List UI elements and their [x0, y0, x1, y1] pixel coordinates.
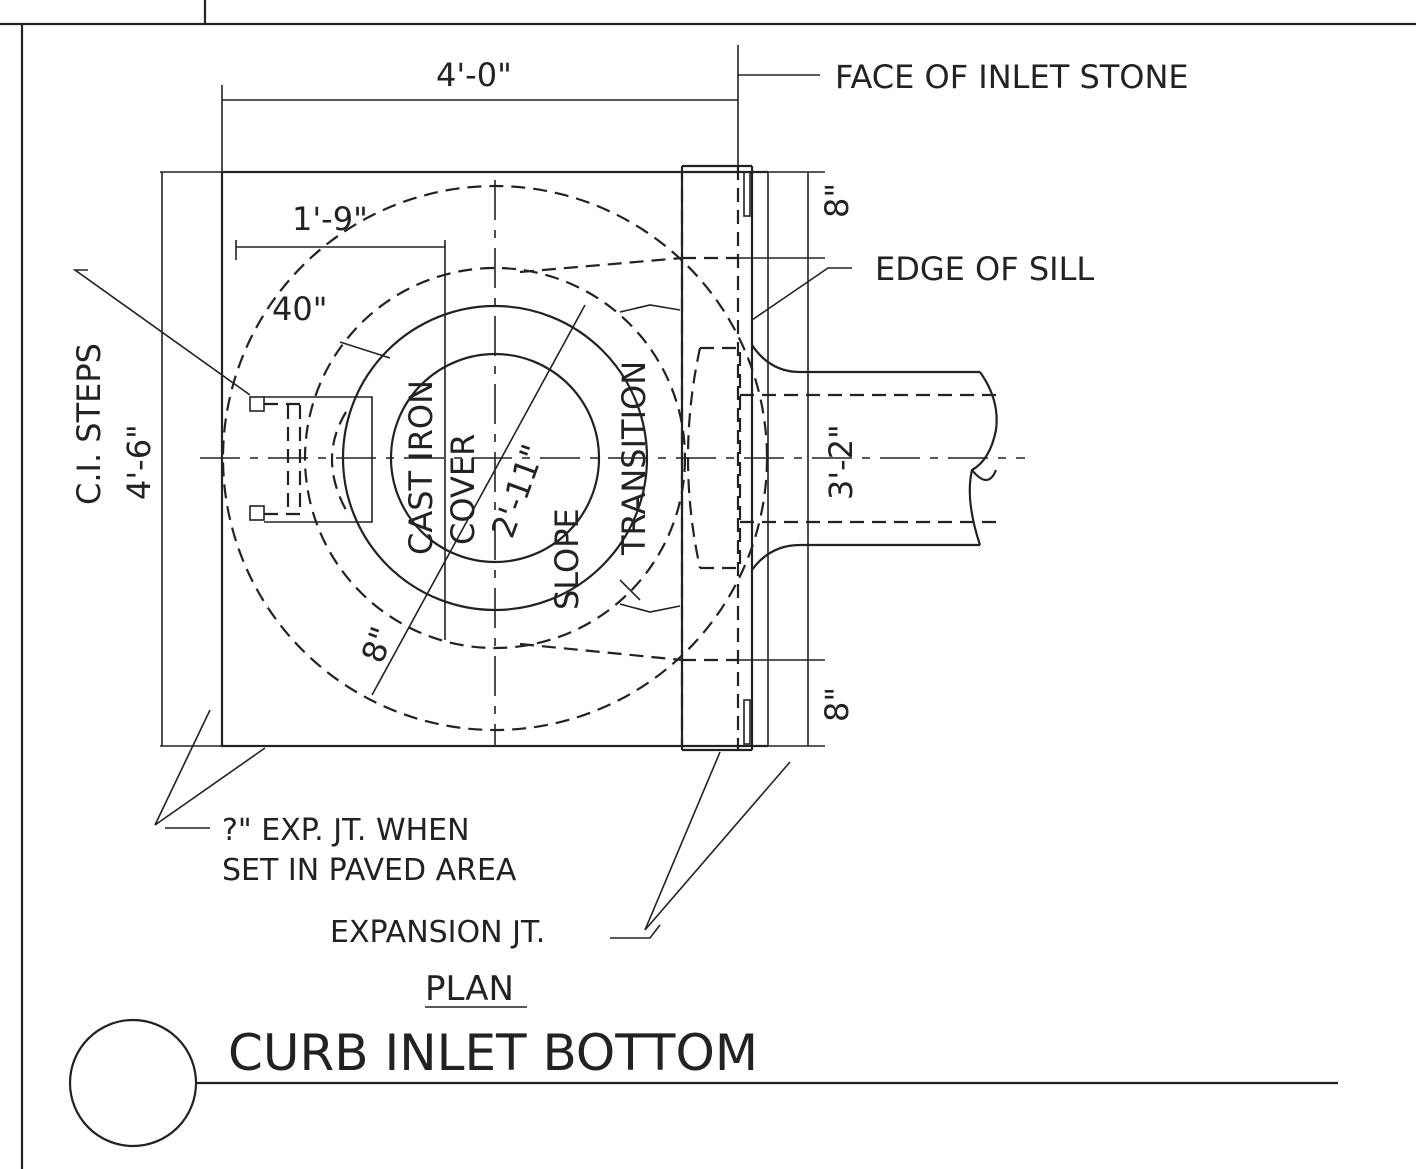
ci-steps [249, 396, 373, 523]
slope-label: SLOPE [548, 508, 586, 610]
edge-of-sill-label: EDGE OF SILL [875, 250, 1094, 288]
dim-top-8-label: 8" [818, 183, 856, 218]
dim-40-label: 40" [272, 290, 327, 328]
cover-label: COVER [444, 434, 482, 545]
detail-bubble [68, 1018, 198, 1148]
dim-width-label: 4'-0" [436, 56, 512, 94]
exp-jt-note-line2: SET IN PAVED AREA [222, 853, 517, 888]
drawing-title: CURB INLET BOTTOM [228, 1024, 758, 1082]
cast-iron-label: CAST IRON [402, 380, 440, 555]
circles [221, 184, 769, 732]
transition-label: TRANSITION [615, 361, 653, 556]
plan-label: PLAN [425, 969, 514, 1009]
dim-1-9-label: 1'-9" [292, 200, 368, 238]
center-lines [200, 180, 1025, 745]
exp-jt-note-line1: ?" EXP. JT. WHEN [222, 813, 470, 848]
dimension-lines [160, 45, 825, 747]
ci-steps-label: C.I. STEPS [70, 343, 108, 505]
title-block: CURB INLET BOTTOM [68, 1018, 1338, 1148]
dim-bottom-8-label: 8" [818, 687, 856, 722]
expansion-jt-label: EXPANSION JT. [330, 915, 545, 950]
dim-2-11-label: 2'-11" [484, 439, 553, 542]
leaders [72, 267, 852, 939]
dim-height-label: 4'-6" [120, 424, 158, 500]
transition-lines [519, 256, 738, 662]
dim-8-wall-label: 8" [354, 622, 402, 668]
face-of-inlet-stone-label: FACE OF INLET STONE [835, 58, 1189, 96]
dim-3-2-label: 3'-2" [822, 424, 860, 500]
